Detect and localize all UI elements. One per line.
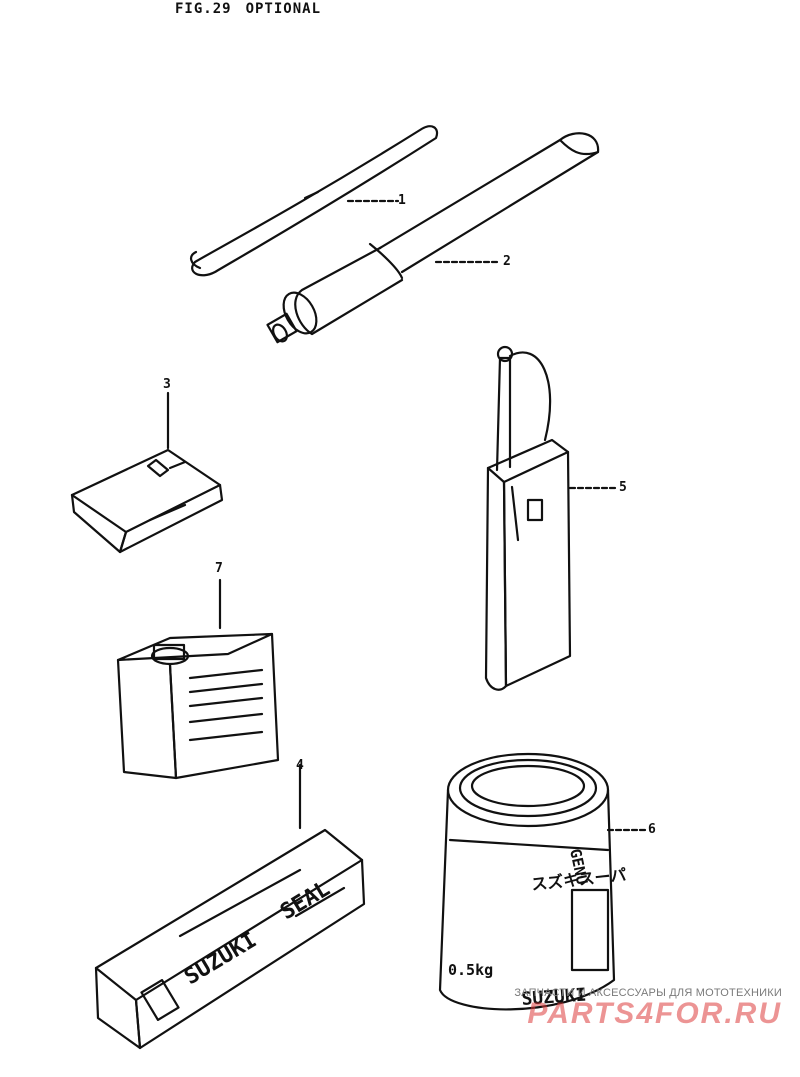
can6-weight-text: 0.5kg (448, 961, 493, 979)
part-1-tire-lever (190, 125, 439, 277)
figure-number: FIG.29 (175, 1, 232, 17)
callout-2: 2 (503, 254, 511, 269)
callout-4: 4 (296, 758, 304, 773)
box4-product-text: SEAL (276, 876, 334, 925)
part-2-tire-pump (266, 132, 600, 344)
part-7-oil-can (116, 578, 280, 780)
part-4-suzuki-seal-box (94, 763, 366, 1050)
watermark-caption: ЗАПЧАСТИ И АКСЕССУАРЫ ДЛЯ МОТОТЕХНИКИ (514, 987, 782, 999)
figure-caption: OPTIONAL (245, 1, 322, 17)
callout-1: 1 (398, 193, 406, 208)
part-3-repair-kit (70, 391, 224, 554)
watermark: ЗАПЧАСТИ И АКСЕССУАРЫ ДЛЯ МОТОТЕХНИКИ PA… (514, 987, 782, 1031)
callout-3: 3 (163, 377, 171, 392)
watermark-brand: PARTS4FOR.RU (527, 997, 782, 1030)
box4-brand-text: SUZUKI (180, 928, 261, 990)
callout-5: 5 (619, 480, 627, 495)
figure-title: FIG.29 OPTIONAL (175, 1, 321, 17)
part-5-paint-bottle (484, 345, 620, 691)
part-6-paint-tin (438, 752, 647, 1011)
can6-brand-text: SUZUKI (521, 985, 587, 1010)
callout-6: 6 (648, 822, 656, 837)
callout-7: 7 (215, 561, 223, 576)
